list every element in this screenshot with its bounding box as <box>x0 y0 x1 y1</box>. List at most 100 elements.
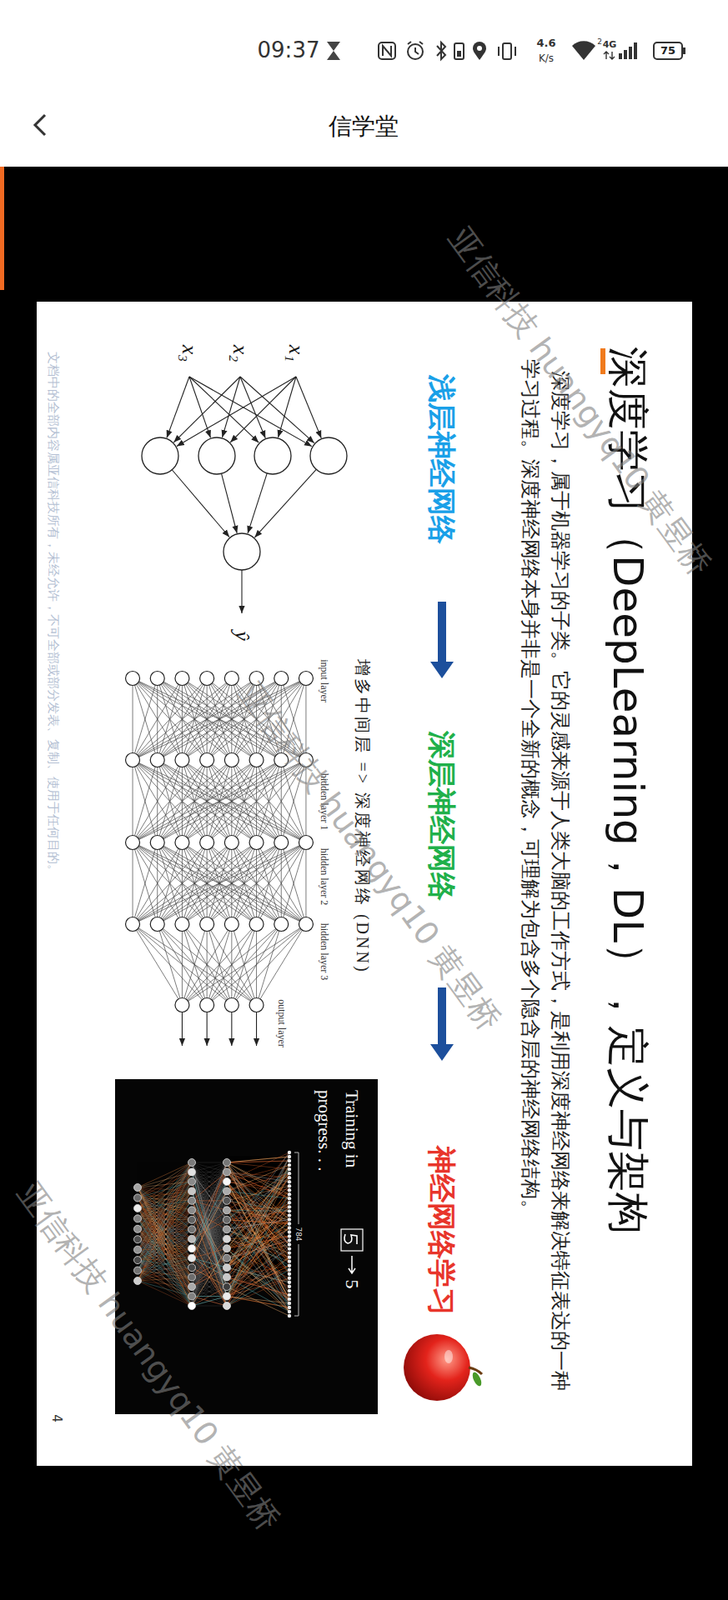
network-link <box>305 843 307 925</box>
network-link <box>132 760 307 844</box>
neuron <box>287 1260 292 1264</box>
app-title: 信学堂 <box>328 112 399 141</box>
hourglass-icon <box>326 41 341 61</box>
network-link <box>132 924 257 1006</box>
network-link <box>191 1163 227 1298</box>
neuron <box>175 918 190 933</box>
neuron <box>134 1267 142 1276</box>
net-speed-unit: K/s <box>538 52 554 65</box>
network-link <box>226 1165 290 1297</box>
network-link <box>157 760 307 844</box>
network-link <box>137 1188 192 1298</box>
neuron <box>223 1303 231 1311</box>
app-header-background <box>0 0 728 167</box>
neuron <box>287 1273 292 1277</box>
network-link <box>226 1194 290 1297</box>
battery-level: 75 <box>660 44 676 58</box>
network-link <box>226 1157 290 1279</box>
neuron <box>287 1255 292 1260</box>
panel-network-links <box>137 1153 290 1317</box>
network-link <box>132 843 134 925</box>
vibrate-icon <box>498 43 516 60</box>
network-link <box>226 1203 290 1250</box>
network-link <box>191 1191 227 1297</box>
neuron <box>125 753 141 769</box>
network-link <box>132 678 158 761</box>
neuron <box>134 1215 142 1224</box>
input-count: 784 <box>294 1227 304 1242</box>
digit-image <box>341 1230 363 1252</box>
neuron <box>287 1155 292 1160</box>
network-link <box>191 1182 227 1298</box>
network-link <box>132 843 182 925</box>
layer-label: input layer <box>318 659 331 703</box>
network-link <box>137 1250 192 1307</box>
network-link <box>191 1163 227 1279</box>
network-link <box>206 843 307 925</box>
network-link <box>137 1198 192 1307</box>
network-link <box>137 1230 192 1307</box>
neuron <box>287 1164 292 1168</box>
network-link <box>226 1174 290 1192</box>
input-symbol: x₃ <box>175 345 202 363</box>
neuron <box>287 1168 292 1172</box>
location-icon <box>472 41 487 61</box>
neuron <box>287 1251 292 1256</box>
network-link <box>157 924 257 1006</box>
network-link <box>226 1287 290 1317</box>
neuron <box>223 1216 231 1225</box>
neuron <box>287 1226 292 1231</box>
network-link <box>137 1209 192 1307</box>
network-link <box>281 843 307 925</box>
neuron <box>287 1306 292 1311</box>
neuron <box>188 1207 196 1216</box>
network-link <box>226 1182 290 1255</box>
slide: 深度学习（DeepLearning，DL），定义与架构深度学习，属于机器学习的子… <box>36 301 693 1467</box>
network-link <box>191 1163 227 1298</box>
neuron <box>287 1214 292 1218</box>
neuron <box>249 836 264 851</box>
neuron <box>125 672 141 687</box>
network-link <box>181 843 307 925</box>
network-link <box>191 1163 227 1307</box>
network-link <box>166 376 190 438</box>
network-link <box>137 1219 192 1307</box>
nfc-icon <box>378 42 396 60</box>
neuron <box>287 1193 292 1197</box>
network-link <box>191 1163 227 1307</box>
neuron <box>188 1284 196 1292</box>
neuron <box>287 1230 292 1235</box>
neuron <box>134 1236 142 1245</box>
layer-label: hidden layer 3 <box>318 923 331 982</box>
neuron <box>188 1235 196 1244</box>
network-link <box>226 1165 290 1297</box>
wifi-icon <box>572 40 596 61</box>
network-link <box>137 1271 192 1307</box>
network-link <box>191 1191 227 1307</box>
neuron <box>223 533 261 571</box>
network-link <box>132 760 134 844</box>
neuron <box>287 1315 292 1319</box>
neuron <box>223 1188 231 1196</box>
output-arrow <box>256 1013 257 1047</box>
network-link <box>137 1172 192 1282</box>
network-link <box>191 1172 227 1221</box>
network-link <box>226 1258 290 1307</box>
network-link <box>226 1161 290 1164</box>
network-link <box>132 843 282 925</box>
network-link <box>157 843 307 925</box>
network-link <box>137 1210 192 1282</box>
network-link <box>256 843 307 925</box>
neuron <box>287 1239 292 1243</box>
neuron <box>287 1277 292 1281</box>
network-link <box>226 1174 290 1297</box>
neuron <box>188 1226 196 1235</box>
neuron <box>134 1257 142 1266</box>
neuron <box>310 437 347 475</box>
output-arrow <box>240 570 242 614</box>
signal-bars-icon <box>618 42 638 60</box>
status-time: 09:37 <box>257 37 321 64</box>
neuron <box>224 753 239 769</box>
neuron <box>287 1205 292 1210</box>
network-link <box>132 924 207 1006</box>
